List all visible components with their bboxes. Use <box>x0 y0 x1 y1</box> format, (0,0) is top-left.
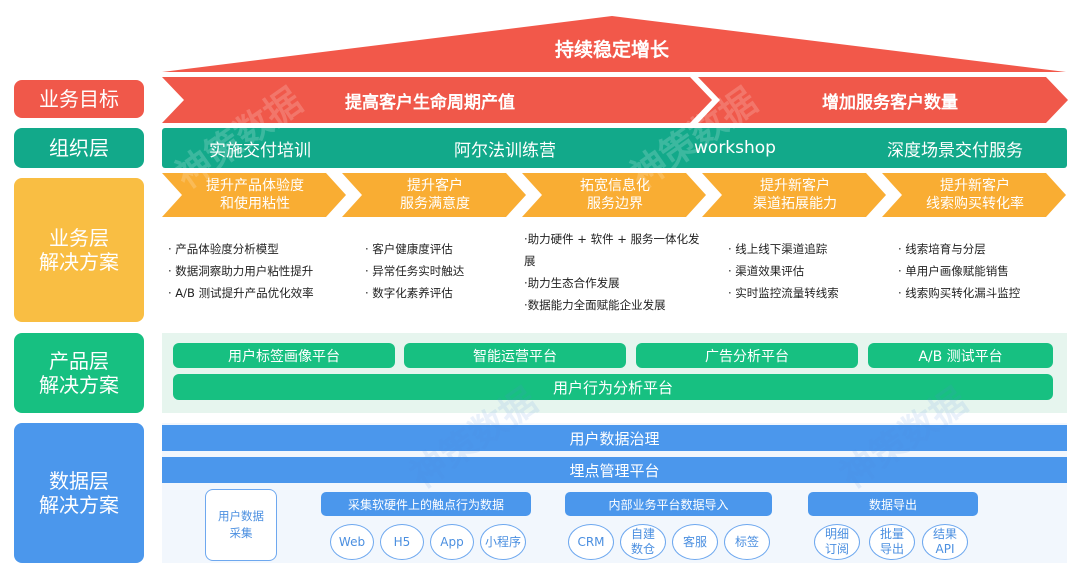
business-title-3: 拓宽信息化 服务边界 <box>580 178 650 212</box>
data-source-box: 用户数据 采集 <box>205 489 277 561</box>
data-bar-governance: 用户数据治理 <box>162 425 1067 451</box>
business-title-4: 提升新客户 渠道拓展能力 <box>753 178 837 212</box>
bullet: ·数据能力全面赋能企业发展 <box>524 298 666 312</box>
org-item-2: 阿尔法训练营 <box>454 140 556 161</box>
bullet: · 单用户画像赋能销售 <box>898 264 1009 278</box>
goal-1: 提高客户生命周期产值 <box>345 92 515 113</box>
bullet: 展 <box>524 254 536 268</box>
business-bullets-3: ·助力硬件 + 软件 + 服务一体化发 展 ·助力生态合作发展 ·数据能力全面赋… <box>524 228 700 316</box>
source-warehouse: 自建 数仓 <box>620 524 666 560</box>
business-bullets-2: · 客户健康度评估 · 异常任务实时触达 · 数字化素养评估 <box>365 238 464 304</box>
data-group-title-3: 数据导出 <box>808 492 978 516</box>
source-tags: 标签 <box>724 524 770 560</box>
layer-label-goal: 业务目标 <box>14 80 144 118</box>
org-item-3: workshop <box>694 138 776 158</box>
bullet: ·助力硬件 + 软件 + 服务一体化发 <box>524 232 700 246</box>
business-bullets-4: · 线上线下渠道追踪 · 渠道效果评估 · 实时监控流量转线索 <box>728 238 839 304</box>
source-web: Web <box>330 524 374 560</box>
source-miniprogram: 小程序 <box>480 524 526 560</box>
bullet: · 产品体验度分析模型 <box>168 242 279 256</box>
bullet: · 客户健康度评估 <box>365 242 453 256</box>
goal-2: 增加服务客户数量 <box>822 92 958 113</box>
bullet: · A/B 测试提升产品优化效率 <box>168 286 314 300</box>
source-service: 客服 <box>672 524 718 560</box>
product-main-platform: 用户行为分析平台 <box>173 374 1053 400</box>
data-group-title-2: 内部业务平台数据导入 <box>565 492 772 516</box>
export-batch: 批量 导出 <box>869 524 915 560</box>
data-bar-tracking: 埋点管理平台 <box>162 457 1067 483</box>
goal-chevrons <box>162 77 1068 123</box>
product-platform-2: 智能运营平台 <box>404 343 626 368</box>
product-platform-4: A/B 测试平台 <box>868 343 1053 368</box>
growth-banner-title: 持续稳定增长 <box>554 38 669 61</box>
business-chevrons <box>162 173 1066 217</box>
layer-label-data: 数据层 解决方案 <box>14 423 144 563</box>
business-bullets-1: · 产品体验度分析模型 · 数据洞察助力用户粘性提升 · A/B 测试提升产品优… <box>168 238 314 304</box>
bullet: · 实时监控流量转线索 <box>728 286 839 300</box>
data-group-title-1: 采集软硬件上的触点行为数据 <box>321 492 531 516</box>
business-bullets-5: · 线索培育与分层 · 单用户画像赋能销售 · 线索购买转化漏斗监控 <box>898 238 1020 304</box>
layer-label-org: 组织层 <box>14 128 144 168</box>
bullet: · 数字化素养评估 <box>365 286 453 300</box>
bullet: · 异常任务实时触达 <box>365 264 465 278</box>
business-title-5: 提升新客户 线索购买转化率 <box>926 178 1024 212</box>
product-platform-1: 用户标签画像平台 <box>173 343 395 368</box>
business-title-1: 提升产品体验度 和使用粘性 <box>206 178 304 212</box>
org-item-4: 深度场景交付服务 <box>887 140 1023 161</box>
layer-label-business: 业务层 解决方案 <box>14 178 144 322</box>
export-detail-subscribe: 明细 订阅 <box>814 524 860 560</box>
source-app: App <box>430 524 474 560</box>
bullet: · 线索培育与分层 <box>898 242 986 256</box>
org-item-1: 实施交付培训 <box>209 140 311 161</box>
business-title-2: 提升客户 服务满意度 <box>400 178 470 212</box>
bullet: · 线上线下渠道追踪 <box>728 242 828 256</box>
source-h5: H5 <box>380 524 424 560</box>
org-bar <box>162 128 1067 168</box>
growth-banner <box>162 16 1066 72</box>
layer-label-product: 产品层 解决方案 <box>14 333 144 413</box>
bullet: · 数据洞察助力用户粘性提升 <box>168 264 314 278</box>
bullet: · 渠道效果评估 <box>728 264 805 278</box>
bullet: ·助力生态合作发展 <box>524 276 620 290</box>
export-result-api: 结果 API <box>922 524 968 560</box>
product-platform-3: 广告分析平台 <box>636 343 858 368</box>
source-crm: CRM <box>568 524 614 560</box>
bullet: · 线索购买转化漏斗监控 <box>898 286 1021 300</box>
